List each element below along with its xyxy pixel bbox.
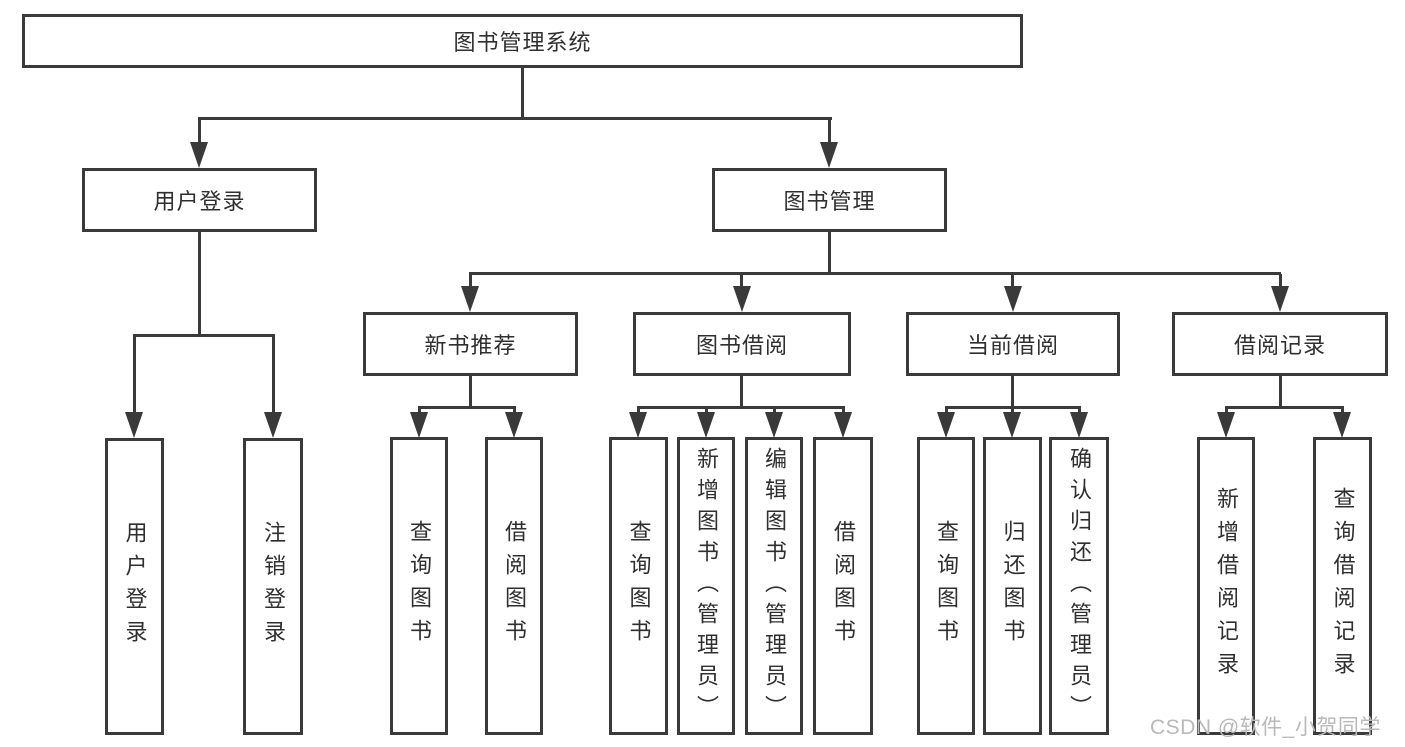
conn-into-current-borrowing-stem xyxy=(1011,274,1014,288)
node-user-login: 用户登录 xyxy=(82,168,317,232)
conn-current-borrowing-stem xyxy=(1011,376,1014,409)
arrowhead-into-query-books-1 xyxy=(410,412,428,438)
arrowhead-into-add-book xyxy=(697,412,715,438)
leaf-confirm-return-admin: 确认归还（管理员） xyxy=(1049,437,1109,735)
conn-user-login-rail xyxy=(133,334,275,337)
arrowhead-into-book-management xyxy=(820,142,838,168)
leaf-query-borrow-record: 查询借阅记录 xyxy=(1313,437,1372,735)
arrowhead-into-borrow-books-2 xyxy=(834,412,852,438)
node-new-book-recommend-label: 新书推荐 xyxy=(424,333,517,358)
arrowhead-into-add-record xyxy=(1217,412,1235,438)
node-user-login-label: 用户登录 xyxy=(153,189,246,214)
conn-into-new-book-stem xyxy=(469,274,472,288)
leaf-query-borrow-record-label: 查询借阅记录 xyxy=(1330,487,1356,685)
conn-into-borrowing-records-stem xyxy=(1279,274,1282,288)
node-book-management-label: 图书管理 xyxy=(783,189,876,214)
node-borrowing-records: 借阅记录 xyxy=(1172,312,1388,376)
conn-current-borrowing-rail xyxy=(945,406,1081,409)
node-book-management: 图书管理 xyxy=(712,168,947,232)
arrowhead-into-borrowing-records xyxy=(1271,286,1289,312)
conn-user-login-stem xyxy=(198,232,201,336)
node-current-borrowing: 当前借阅 xyxy=(906,312,1120,376)
arrowhead-into-query-record xyxy=(1333,412,1351,438)
arrowhead-into-current-borrowing xyxy=(1004,286,1022,312)
leaf-logout-label: 注销登录 xyxy=(261,520,286,653)
leaf-query-books-1-label: 查询图书 xyxy=(407,520,432,652)
leaf-query-books-2: 查询图书 xyxy=(609,437,668,735)
arrowhead-into-borrow-books-1 xyxy=(505,412,523,438)
arrowhead-into-book-borrowing xyxy=(733,286,751,312)
leaf-user-login: 用户登录 xyxy=(105,438,164,735)
arrowhead-into-leaf-user-login xyxy=(125,412,143,438)
leaf-add-book-admin: 新增图书（管理员） xyxy=(677,437,735,735)
arrowhead-into-query-books-2 xyxy=(629,412,647,438)
node-borrowing-records-label: 借阅记录 xyxy=(1233,333,1326,358)
conn-new-book-rail xyxy=(418,406,516,409)
arrowhead-into-query-books-3 xyxy=(937,412,955,438)
node-root: 图书管理系统 xyxy=(22,14,1023,68)
leaf-confirm-return-admin-label: 确认归还（管理员） xyxy=(1067,446,1092,726)
leaf-logout: 注销登录 xyxy=(243,438,303,735)
conn-into-book-management-stem xyxy=(828,119,831,145)
node-root-label: 图书管理系统 xyxy=(453,30,592,55)
conn-new-book-stem xyxy=(469,376,472,409)
arrowhead-into-leaf-logout xyxy=(264,412,282,438)
conn-book-borrowing-rail xyxy=(637,406,845,409)
leaf-return-book: 归还图书 xyxy=(983,437,1042,735)
conn-into-leaf-user-login-stem xyxy=(133,336,136,413)
conn-level2-rail xyxy=(469,272,1281,275)
arrowhead-into-new-book xyxy=(461,286,479,312)
watermark: CSDN @软件_小贺同学 xyxy=(1150,716,1381,739)
conn-borrowing-records-rail xyxy=(1225,406,1344,409)
leaf-query-books-3: 查询图书 xyxy=(917,437,975,735)
conn-borrowing-records-stem xyxy=(1279,376,1282,409)
leaf-return-book-label: 归还图书 xyxy=(1000,520,1026,652)
arrowhead-into-user-login xyxy=(190,142,208,168)
conn-level1-rail xyxy=(198,117,832,120)
leaf-query-books-3-label: 查询图书 xyxy=(934,520,959,652)
conn-book-management-stem xyxy=(828,232,831,273)
leaf-user-login-label: 用户登录 xyxy=(122,520,148,653)
conn-book-borrowing-stem xyxy=(740,376,743,409)
leaf-borrow-books-1-label: 借阅图书 xyxy=(502,520,527,652)
leaf-query-books-2-label: 查询图书 xyxy=(626,520,652,652)
arrowhead-into-edit-book xyxy=(765,412,783,438)
node-book-borrowing-label: 图书借阅 xyxy=(695,333,788,358)
conn-root-stem xyxy=(521,68,524,118)
conn-into-user-login-stem xyxy=(198,119,201,145)
arrowhead-into-confirm-return xyxy=(1070,412,1088,438)
leaf-borrow-books-1: 借阅图书 xyxy=(485,437,543,735)
node-new-book-recommend: 新书推荐 xyxy=(363,312,578,376)
leaf-edit-book-admin-label: 编辑图书（管理员） xyxy=(762,446,787,726)
leaf-add-borrow-record-label: 新增借阅记录 xyxy=(1214,487,1239,685)
leaf-query-books-1: 查询图书 xyxy=(390,437,448,735)
conn-into-book-borrowing-stem xyxy=(740,274,743,288)
leaf-add-book-admin-label: 新增图书（管理员） xyxy=(694,446,719,726)
node-current-borrowing-label: 当前借阅 xyxy=(966,333,1059,358)
node-book-borrowing: 图书借阅 xyxy=(633,312,851,376)
leaf-borrow-books-2-label: 借阅图书 xyxy=(831,520,856,652)
leaf-edit-book-admin: 编辑图书（管理员） xyxy=(745,437,803,735)
arrowhead-into-return-book xyxy=(1003,412,1021,438)
conn-into-leaf-logout-stem xyxy=(272,336,275,413)
leaf-add-borrow-record: 新增借阅记录 xyxy=(1197,437,1255,735)
leaf-borrow-books-2: 借阅图书 xyxy=(813,437,873,735)
